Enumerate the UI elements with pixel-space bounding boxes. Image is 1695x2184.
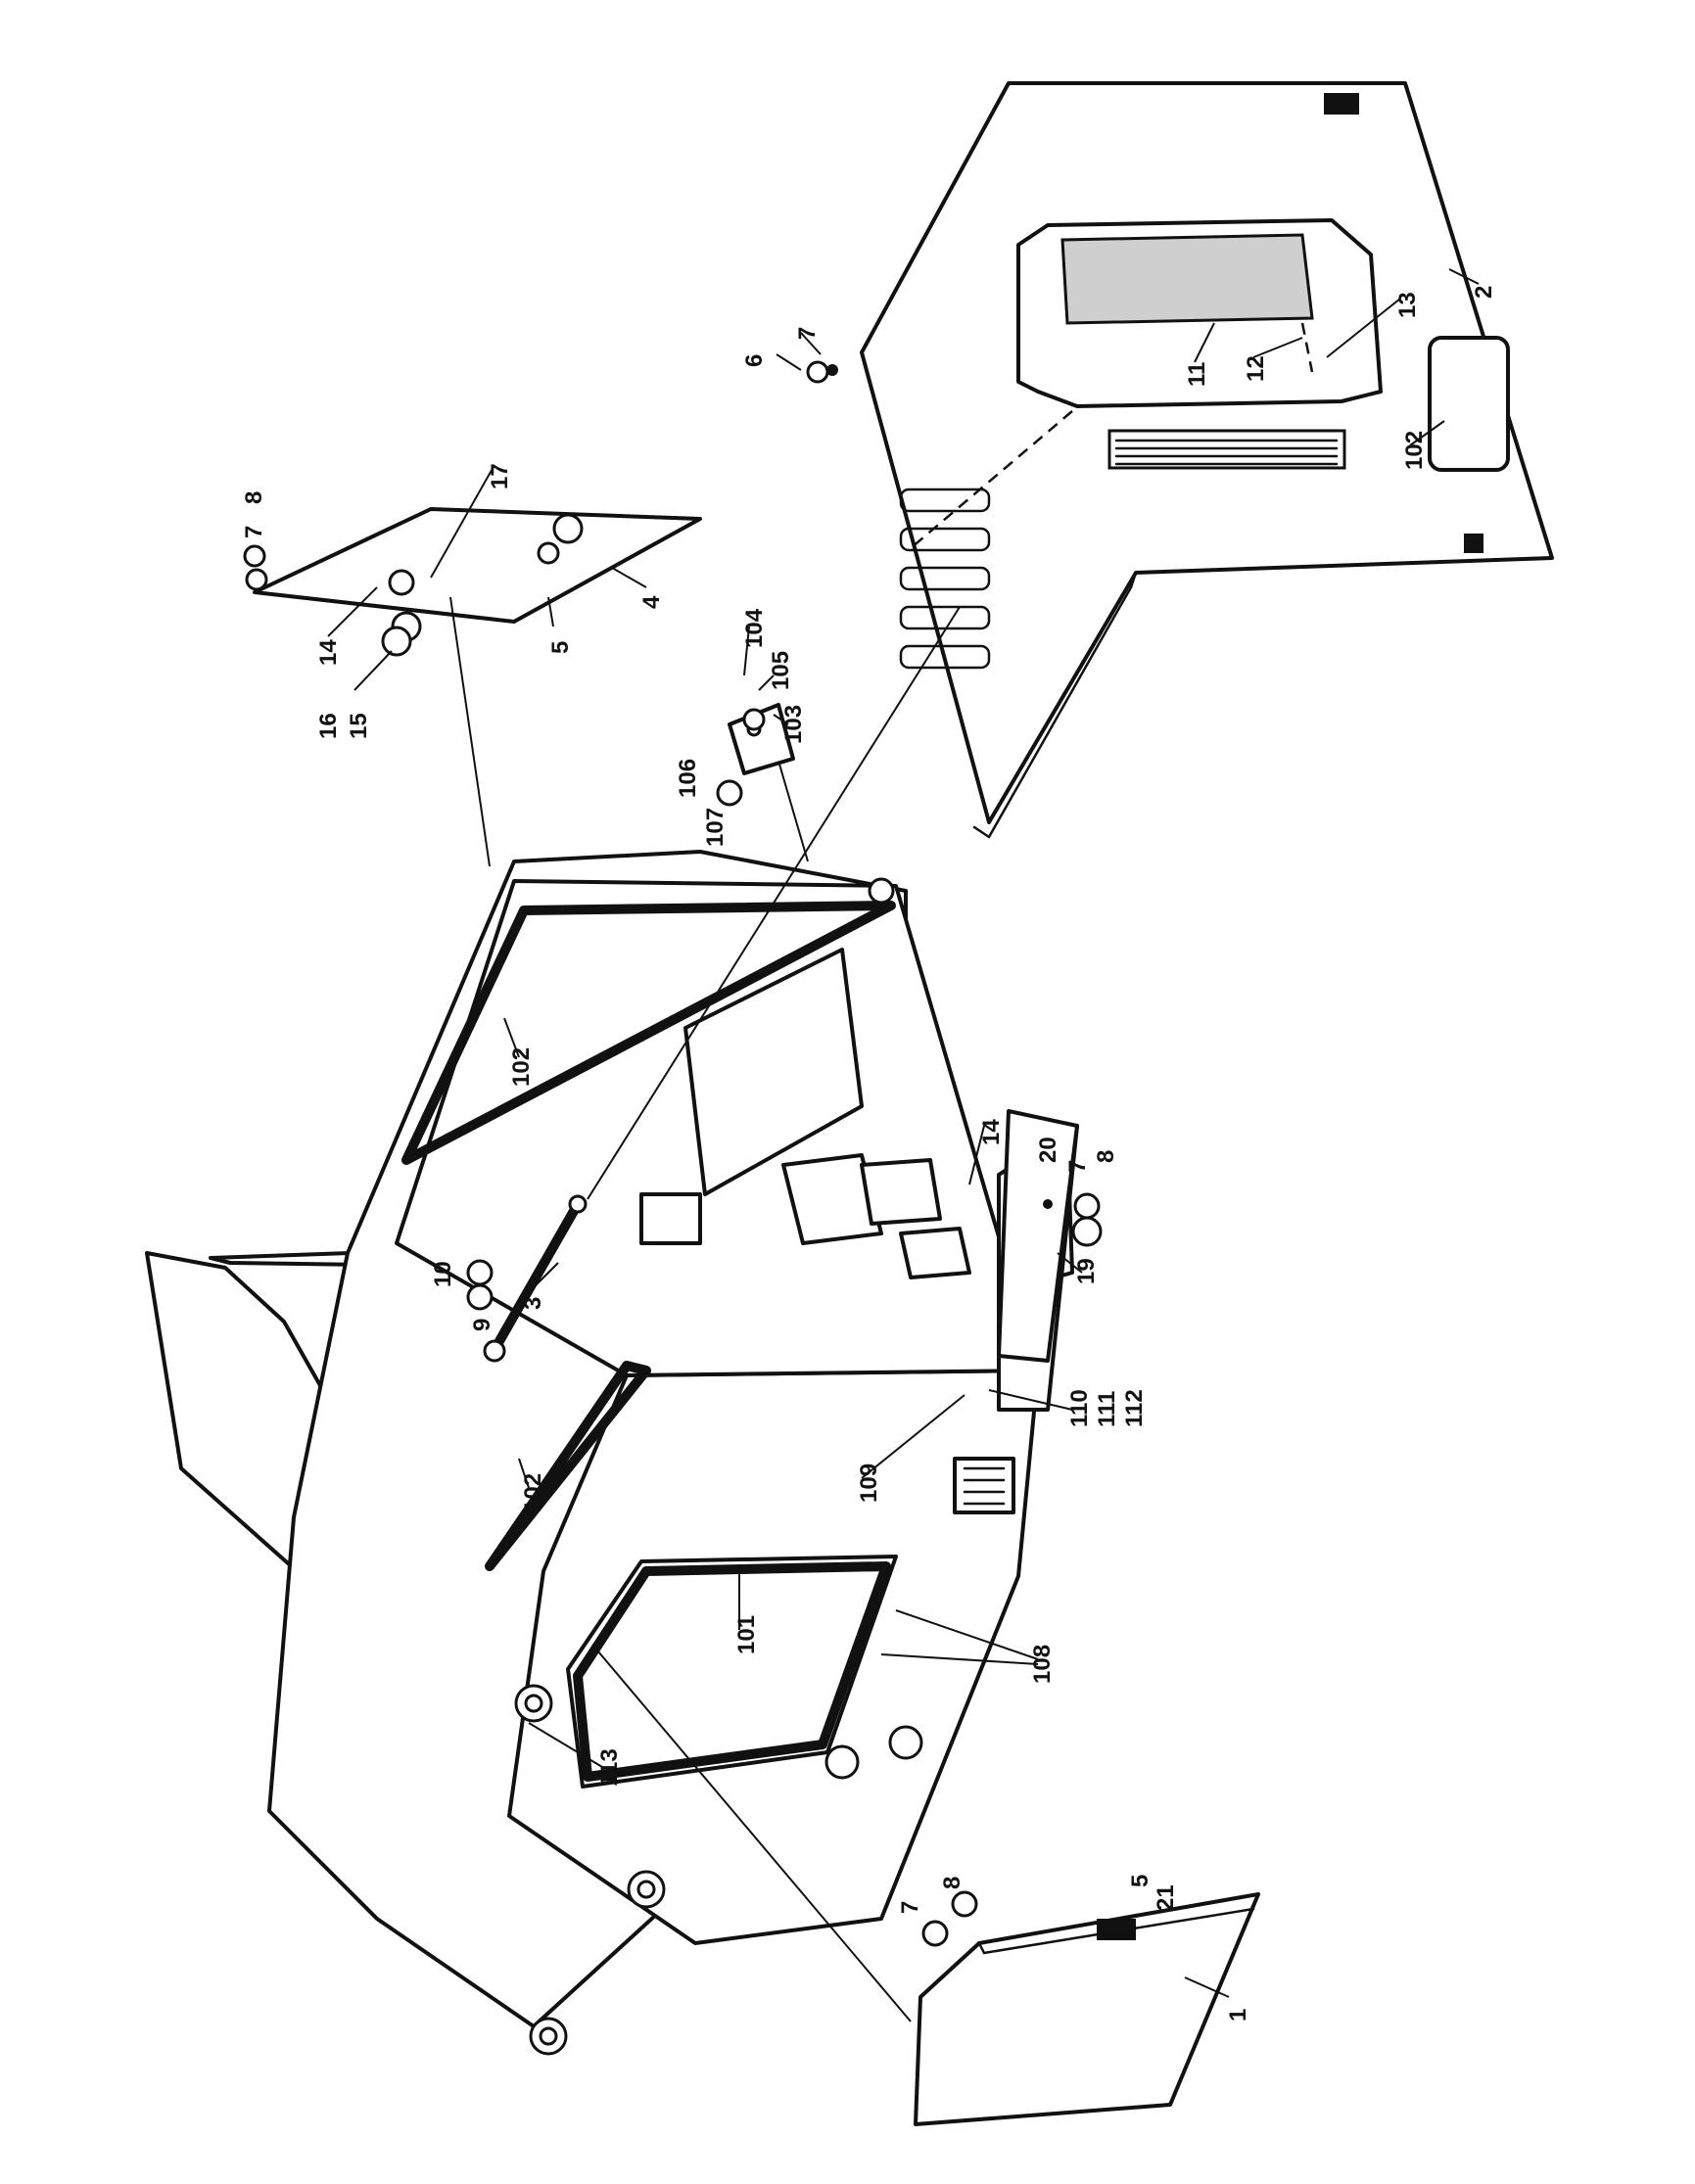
- callout-101: 101: [733, 1615, 760, 1654]
- callout-labels: 1 2 3 4 5 5 6 7 7 7 7 8 8 8 9 10 11 12 1…: [241, 286, 1497, 2021]
- callout-4: 4: [638, 595, 665, 609]
- callout-102c: 102: [1401, 431, 1428, 470]
- callout-3: 3: [520, 1297, 546, 1310]
- callout-7b: 7: [241, 526, 267, 538]
- access-door-panel: [253, 507, 702, 642]
- rear-cover-panel: [860, 81, 1554, 839]
- callout-106: 106: [675, 759, 701, 798]
- callout-leaders: [327, 268, 1480, 1998]
- callout-102b: 102: [520, 1473, 546, 1512]
- callout-7a: 7: [794, 327, 821, 340]
- callout-111: 111: [1094, 1391, 1120, 1427]
- callout-103: 103: [780, 705, 807, 744]
- callout-1: 1: [1225, 2009, 1251, 2021]
- side-cover-panel: [914, 1890, 1260, 2126]
- callout-8c: 8: [939, 1877, 965, 1889]
- hinge-bracket: [716, 703, 795, 807]
- callout-105: 105: [768, 651, 794, 690]
- callout-102a: 102: [508, 1047, 535, 1087]
- callout-9: 9: [469, 1319, 495, 1331]
- callout-21: 21: [1153, 1884, 1179, 1911]
- callout-14a: 14: [315, 639, 342, 666]
- callout-112: 112: [1121, 1389, 1148, 1427]
- callout-11: 11: [1184, 362, 1210, 387]
- callout-104: 104: [741, 608, 768, 648]
- callout-109: 109: [856, 1464, 882, 1503]
- callout-15: 15: [346, 713, 372, 739]
- callout-8a: 8: [241, 491, 267, 504]
- callout-13: 13: [1394, 292, 1421, 318]
- callout-17: 17: [487, 463, 513, 489]
- callout-8b: 8: [1093, 1150, 1119, 1163]
- callout-7c: 7: [1064, 1160, 1091, 1173]
- callout-5a: 5: [547, 641, 574, 654]
- main-enclosure-body: [145, 596, 1079, 2056]
- callout-113: 113: [596, 1748, 623, 1787]
- callout-2: 2: [1471, 286, 1497, 299]
- callout-7d: 7: [897, 1901, 923, 1914]
- mounting-bracket-plate: [997, 1109, 1079, 1363]
- callout-6: 6: [741, 354, 768, 367]
- fasteners: [243, 360, 1103, 1311]
- callout-20: 20: [1035, 1137, 1061, 1163]
- callout-16: 16: [315, 713, 342, 739]
- callout-12: 12: [1243, 355, 1269, 382]
- callout-19: 19: [1073, 1258, 1100, 1284]
- callout-10: 10: [430, 1261, 456, 1287]
- callout-107: 107: [702, 808, 729, 847]
- callout-5b: 5: [1127, 1875, 1154, 1887]
